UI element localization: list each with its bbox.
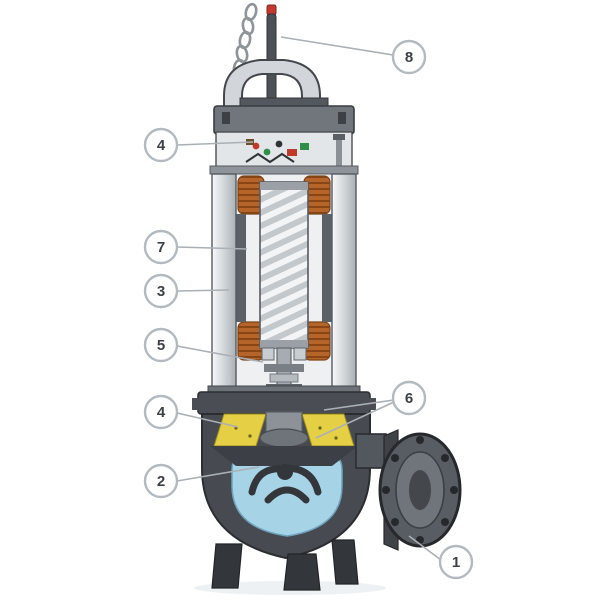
- diffuser-plate: [210, 446, 358, 466]
- callout-3-label: 3: [157, 283, 165, 300]
- leader-lines: [176, 36, 442, 561]
- stator-windings: [237, 175, 331, 361]
- callout-7-label: 7: [157, 239, 165, 256]
- callout-4-top: 4: [143, 127, 179, 163]
- terminal-board: [215, 131, 353, 173]
- callout-4-top-label: 4: [157, 137, 166, 154]
- motor-shell: [207, 165, 361, 397]
- support-feet: [211, 539, 359, 591]
- power-cable: [266, 4, 277, 109]
- callout-1-label: 1: [452, 554, 460, 571]
- callout-8: 8: [391, 39, 427, 75]
- callout-5: 5: [143, 327, 179, 363]
- callout-7: 7: [143, 229, 179, 265]
- callout-4-bottom-label: 4: [157, 404, 166, 421]
- seal-housing: [259, 411, 309, 448]
- callout-8-label: 8: [405, 49, 413, 66]
- impeller: [248, 464, 322, 504]
- callout-2-label: 2: [157, 473, 165, 490]
- discharge-flange: [355, 429, 462, 551]
- callout-6: 6: [391, 380, 427, 416]
- callout-6-label: 6: [405, 390, 413, 407]
- callout-4-bottom: 4: [143, 394, 179, 430]
- callout-2: 2: [143, 463, 179, 499]
- callout-1: 1: [438, 544, 474, 580]
- callout-3: 3: [143, 273, 179, 309]
- stator-core: [236, 214, 332, 322]
- rotor: [259, 181, 309, 349]
- callout-5-label: 5: [157, 337, 165, 354]
